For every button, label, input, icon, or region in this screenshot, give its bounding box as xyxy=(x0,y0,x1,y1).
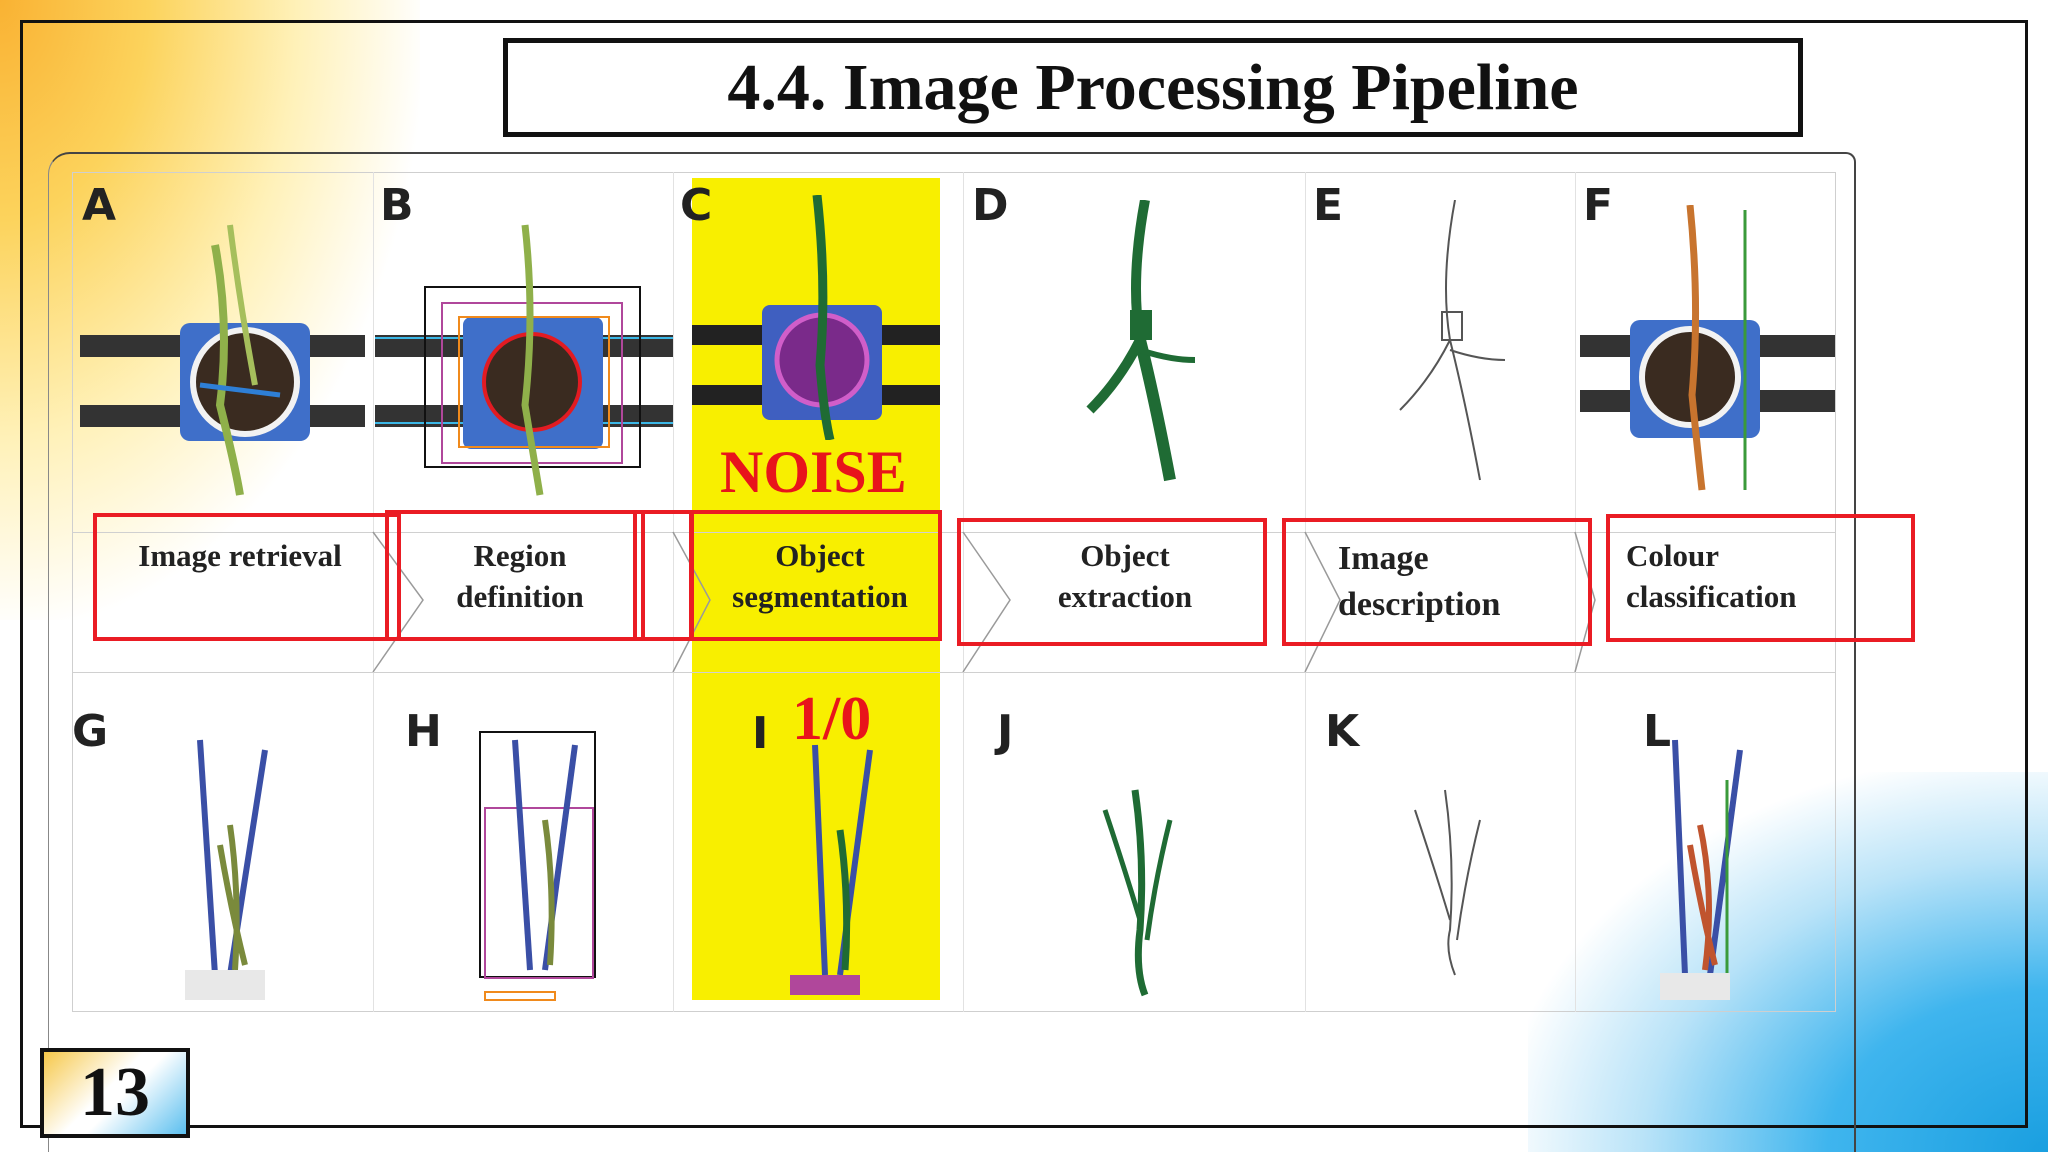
highlight-box xyxy=(690,510,942,641)
stage-label: Object xyxy=(1080,538,1170,573)
image-c-segmented xyxy=(692,195,940,440)
stage-label: Region xyxy=(473,538,567,573)
stage-region-definition: Region definition xyxy=(420,535,620,617)
stage-label: segmentation xyxy=(732,579,908,614)
image-a-topview xyxy=(80,224,365,496)
image-k-outline xyxy=(1414,789,1481,976)
content-panel xyxy=(48,152,1856,1152)
binary-annotation: 1/0 xyxy=(792,685,872,753)
image-b-regions xyxy=(375,224,673,496)
column-divider xyxy=(963,172,964,1012)
highlight-box xyxy=(385,510,645,641)
image-l-colour xyxy=(1660,739,1743,1000)
column-divider xyxy=(1305,172,1306,1012)
stage-label: description xyxy=(1338,586,1501,623)
panel-label-c: C xyxy=(680,180,713,231)
image-i-binary xyxy=(790,744,873,995)
column-divider xyxy=(373,172,374,1012)
highlight-box xyxy=(633,510,693,641)
panel-label-k: K xyxy=(1325,706,1360,757)
panel-label-b: B xyxy=(380,180,414,231)
stage-colour-classification: Colour classification xyxy=(1626,535,1846,617)
stage-label: Image retrieval xyxy=(138,538,342,573)
image-f-colour xyxy=(1580,205,1835,491)
corner-gradient-blue xyxy=(1528,772,2048,1152)
column-divider xyxy=(673,172,674,1012)
stage-label: extraction xyxy=(1057,579,1193,614)
panel-label-j: J xyxy=(997,706,1014,757)
highlight-box xyxy=(1606,514,1915,642)
stage-label: classification xyxy=(1626,579,1797,614)
panel-label-d: D xyxy=(972,180,1009,231)
panel-label-a: A xyxy=(82,180,117,231)
panel-label-g: G xyxy=(72,706,109,757)
page-number: 13 xyxy=(40,1048,190,1138)
title-box: 4.4. Image Processing Pipeline xyxy=(503,38,1803,137)
panel-label-i: I xyxy=(752,708,769,759)
image-g-sideview xyxy=(185,739,268,1000)
highlight-box xyxy=(957,518,1267,646)
panel-label-f: F xyxy=(1583,180,1614,231)
panel-label-h: H xyxy=(405,706,442,757)
stage-object-extraction: Object extraction xyxy=(1020,535,1230,617)
noise-annotation: NOISE xyxy=(720,439,907,505)
stage-object-segmentation: Object segmentation xyxy=(710,535,930,617)
pipeline-figure xyxy=(72,172,1836,1012)
image-h-sideview-regions xyxy=(479,731,596,1001)
panel-label-e: E xyxy=(1313,180,1344,231)
image-e-outline xyxy=(1399,200,1506,481)
slide-title: 4.4. Image Processing Pipeline xyxy=(727,50,1579,124)
stage-label: Image xyxy=(1338,540,1429,577)
highlight-box xyxy=(93,513,401,641)
image-j-extracted xyxy=(1102,789,1173,997)
figure-divider xyxy=(72,532,1836,533)
image-d-extracted xyxy=(1086,200,1196,482)
figure-divider xyxy=(72,672,1836,673)
panel-label-l: L xyxy=(1643,706,1672,757)
stage-label: Colour xyxy=(1626,538,1719,573)
stage-image-description: Image description xyxy=(1338,536,1558,628)
highlight-box xyxy=(1282,518,1592,646)
stage-label: definition xyxy=(456,579,584,614)
stage-label: Object xyxy=(775,538,865,573)
column-divider xyxy=(1575,172,1576,1012)
stage-image-retrieval: Image retrieval xyxy=(95,535,385,576)
slide-frame xyxy=(20,20,2028,1128)
